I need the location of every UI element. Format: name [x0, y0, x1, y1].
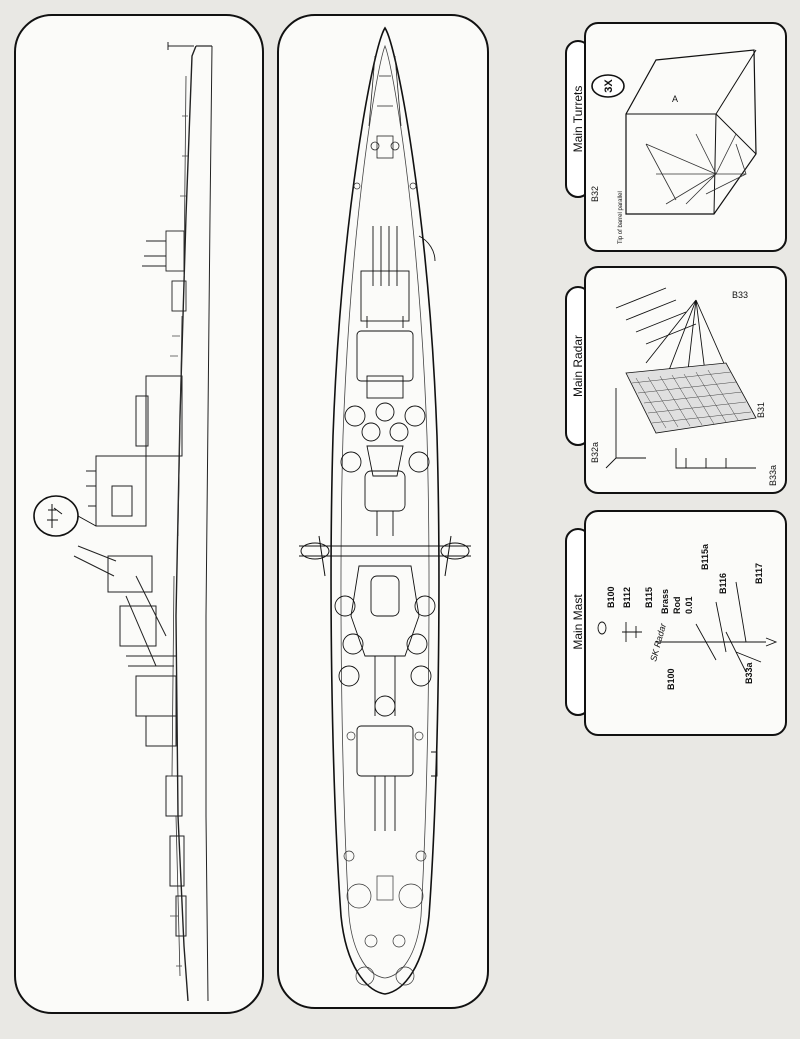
label-b112: B112	[622, 587, 632, 608]
label-b115: B115	[644, 587, 654, 608]
label-b32: B32	[590, 186, 600, 202]
label-tip-note: Tip of barrel parallel	[618, 191, 624, 244]
label-a: A	[672, 94, 678, 104]
label-b100-bottom: B100	[666, 668, 676, 690]
top-plan-panel	[277, 14, 489, 1009]
turret-multiplier: 3X	[603, 79, 615, 93]
label-b33a-mast: B33a	[744, 661, 754, 684]
label-b31: B31	[756, 402, 766, 418]
main-turrets-title: Main Turrets	[571, 85, 585, 153]
mast-detail-drawing: B100 B112 B115 Brass Rod 0.01 B115a B116…	[597, 543, 778, 690]
label-rod: Rod	[672, 597, 682, 615]
label-b33: B33	[732, 290, 748, 300]
ship-side-profile-drawing	[33, 42, 213, 1002]
label-b115a: B115a	[700, 543, 710, 570]
ship-top-plan-drawing	[299, 26, 471, 995]
label-brass: Brass	[660, 589, 670, 614]
label-b117: B117	[754, 563, 764, 584]
main-turrets-inset: 3X A B32 Tip of barrel parallel	[584, 22, 787, 252]
main-mast-title: Main Mast	[571, 594, 585, 650]
radar-detail-drawing: B33 B31 B32a B33a	[590, 287, 778, 486]
main-radar-inset: B33 B31 B32a B33a	[584, 266, 787, 494]
multiplier-badge	[591, 74, 625, 98]
main-mast-inset: B100 B112 B115 Brass Rod 0.01 B115a B116…	[584, 510, 787, 736]
label-diameter: 0.01	[684, 596, 694, 614]
label-b32a: B32a	[590, 442, 600, 463]
main-radar-title: Main Radar	[571, 334, 585, 398]
turret-detail-drawing: 3X A B32 Tip of barrel parallel	[590, 49, 757, 244]
side-profile-panel	[14, 14, 264, 1014]
label-b100-top: B100	[606, 586, 616, 608]
label-b33a: B33a	[768, 465, 778, 486]
label-b116: B116	[718, 573, 728, 594]
